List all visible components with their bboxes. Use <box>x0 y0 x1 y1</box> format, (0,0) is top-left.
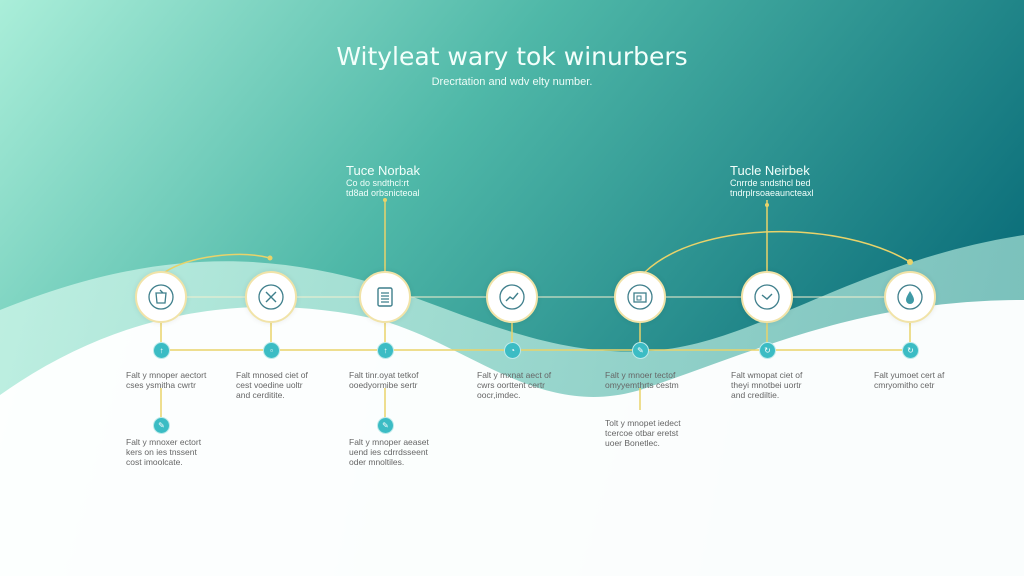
water-drop-icon <box>897 284 923 310</box>
text-line: and cerditite. <box>236 390 285 400</box>
text-line: cwrs oorttent certr <box>477 380 546 390</box>
clock-icon <box>754 284 780 310</box>
step-dot-icon: ↻ <box>759 342 776 359</box>
text-line: cest voedine uoltr <box>236 380 303 390</box>
text-line: cmryomitho cetr <box>874 380 935 390</box>
leaf-dot-icon: ✎ <box>153 417 170 434</box>
text-line: cses ysmitha cwrtr <box>126 380 196 390</box>
bucket-icon <box>148 284 174 310</box>
top-label-heading: Tucle Neirbek <box>730 163 810 178</box>
text-line: kers on ies tnssent <box>126 447 197 457</box>
text-line: cost imoolcate. <box>126 457 183 467</box>
close-circle-icon <box>258 284 284 310</box>
step-dot-icon: ▫ <box>263 342 280 359</box>
top-label-line: td8ad orbsnicteoal <box>346 188 420 198</box>
top-label-line: Co do sndthcl:rt <box>346 178 410 188</box>
step-dot-icon: ◔ <box>504 342 521 359</box>
text-line: tcercoe otbar eretst <box>605 428 679 438</box>
text-line: Tolt y mnopet iedect <box>605 418 681 428</box>
step-node-3[interactable] <box>359 271 411 323</box>
step-node-2[interactable] <box>245 271 297 323</box>
step-node-4[interactable] <box>486 271 538 323</box>
clipboard-icon <box>377 287 393 307</box>
page-subtitle: Drecrtation and wdv elty number. <box>431 76 593 88</box>
text-line: Falt y mnoper aeaset <box>349 437 429 447</box>
top-label-heading: Tuce Norbak <box>346 163 420 178</box>
step-node-1[interactable] <box>135 271 187 323</box>
top-label-1: Tuce Norbak Co do sndthcl:rt td8ad orbsn… <box>346 163 456 198</box>
text-line: Falt yumoet cert af <box>874 370 945 380</box>
top-label-line: tndrplrsoaeauncteaxl <box>730 188 814 198</box>
step-node-7[interactable] <box>884 271 936 323</box>
text-line: Falt mnosed ciet of <box>236 370 308 380</box>
text-line: Falt tinr.oyat tetkof <box>349 370 419 380</box>
text-line: oocr,imdec. <box>477 390 521 400</box>
leaf-dot-icon: ✎ <box>377 417 394 434</box>
text-line: ooedyormibe sertr <box>349 380 418 390</box>
text-line: Falt y mnoxer ectort <box>126 437 202 447</box>
text-line: oder mnoltiles. <box>349 457 405 467</box>
step-dot-icon: ↑ <box>377 342 394 359</box>
image-folder-icon <box>627 284 653 310</box>
step-dot-icon: ✎ <box>632 342 649 359</box>
text-line: uend ies cdrrdsseent <box>349 447 428 457</box>
step-dot-icon: ↻ <box>902 342 919 359</box>
page-title: Wityleat wary tok winurbers <box>336 42 688 71</box>
step-node-6[interactable] <box>741 271 793 323</box>
text-line: Falt wmopat ciet of <box>731 370 803 380</box>
text-line: Falt y mnoer tectof <box>605 370 676 380</box>
trend-chart-icon <box>499 284 525 310</box>
text-line: theyi mnotbei uortr <box>731 380 802 390</box>
text-line: omyyemthrts cestm <box>605 380 679 390</box>
top-label-line: Cnrrde sndsthcl bed <box>730 178 811 188</box>
text-line: Falt y mnoper aectort <box>126 370 207 380</box>
text-line: uoer Bonetlec. <box>605 438 660 448</box>
text-line: Falt y mxnat aect of <box>477 370 552 380</box>
text-line: and crediltie. <box>731 390 780 400</box>
step-dot-icon: ↑ <box>153 342 170 359</box>
top-label-2: Tucle Neirbek Cnrrde sndsthcl bed tndrpl… <box>730 163 840 198</box>
step-node-5[interactable] <box>614 271 666 323</box>
